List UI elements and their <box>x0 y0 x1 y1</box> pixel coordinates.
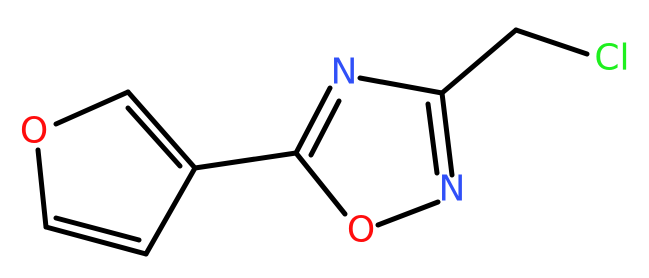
oxadiazole-bond-c5-n4 <box>293 85 333 156</box>
oxadiazole-bond-c3-n2-inner <box>425 101 440 176</box>
furan-bond-c2-c3 <box>125 89 198 171</box>
bond-ch2-cl <box>513 27 590 57</box>
ring-oxygen-label: O <box>347 210 375 251</box>
furan-bond-c4-c3 <box>143 165 198 257</box>
furan-oxygen-label: O <box>20 111 48 152</box>
oxadiazole-bond-n2-o1 <box>375 199 441 228</box>
inter-ring-bond <box>192 150 299 171</box>
furan-bond-o1-c5 <box>35 147 49 230</box>
oxadiazole-bond-c5-n4-inner <box>308 98 342 158</box>
oxadiazole-bond-n4-c3 <box>357 75 445 96</box>
nitrogen-right-label: N <box>439 169 466 210</box>
oxadiazole-bond-o1-c5 <box>293 150 348 217</box>
furan-bond-c2-o1 <box>53 89 131 127</box>
furan-bond-c5-c4 <box>43 224 149 257</box>
bond-c3-ch2 <box>439 27 519 96</box>
furan-bond-c5-c4-inner <box>53 215 142 243</box>
furan-bond-c2-c3-inner <box>125 105 183 169</box>
nitrogen-top-label: N <box>331 52 358 93</box>
chlorine-label: Cl <box>594 38 629 79</box>
oxadiazole-bond-c3-n2 <box>439 90 455 178</box>
